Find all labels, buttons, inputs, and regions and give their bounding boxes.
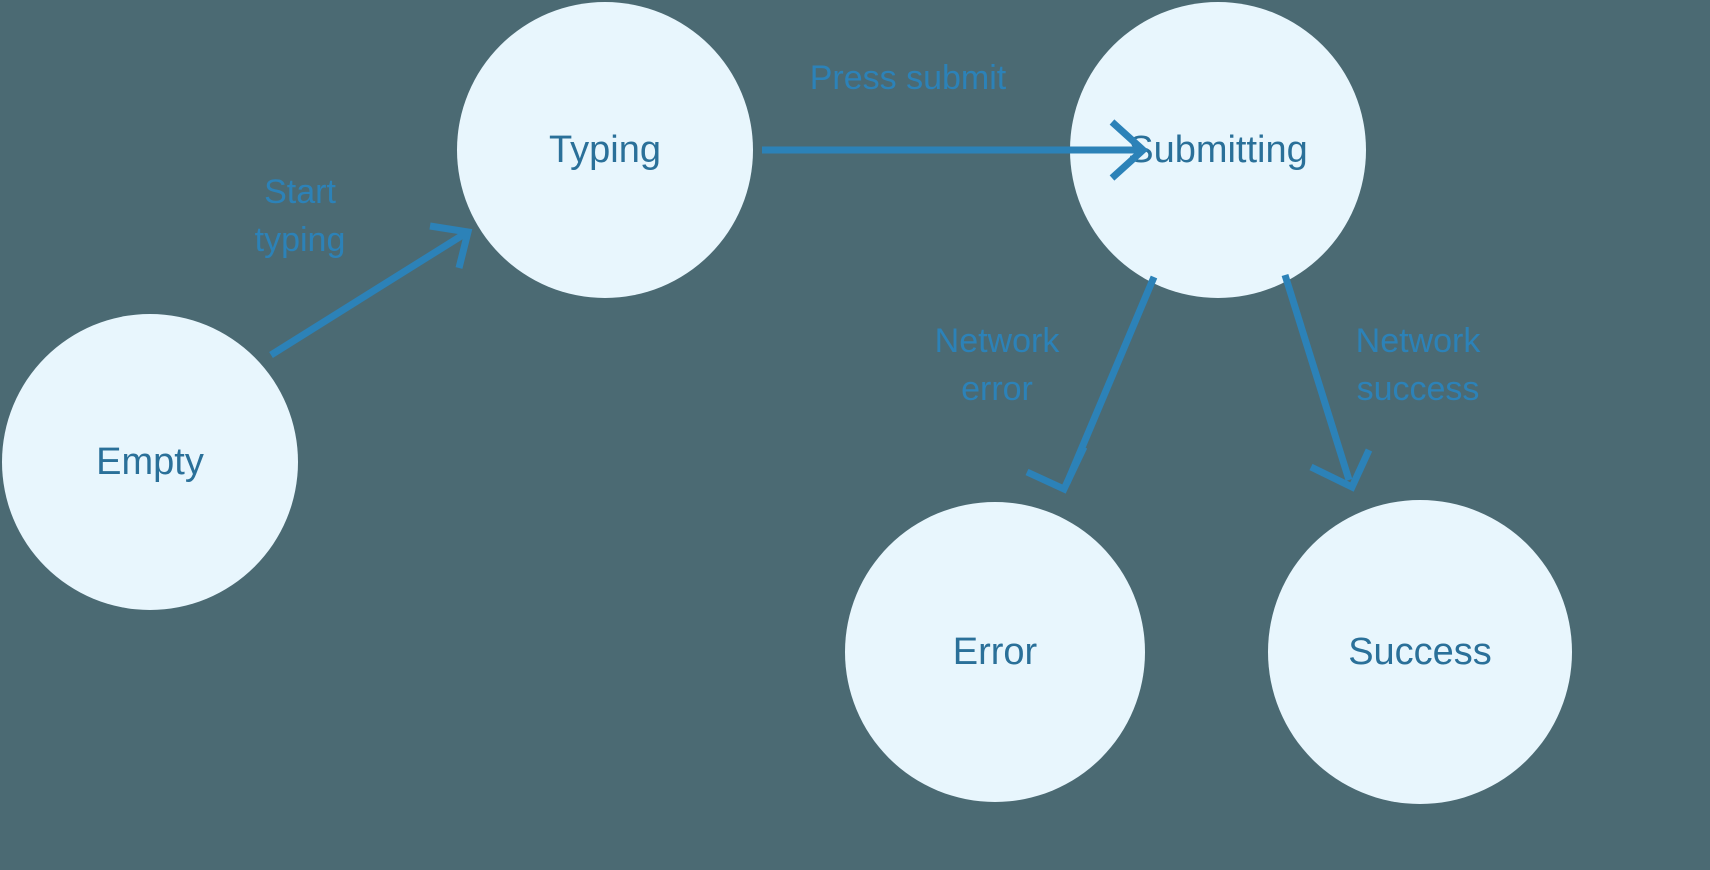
edge-label-network-success-line1: Network xyxy=(1356,322,1482,360)
node-submitting[interactable]: Submitting xyxy=(1070,2,1366,298)
edge-label-network-error-line1: Network xyxy=(935,322,1061,360)
node-empty-circle[interactable] xyxy=(2,314,298,610)
node-submitting-label: Submitting xyxy=(1128,129,1308,171)
edge-label-network-success-line2: success xyxy=(1357,370,1480,408)
edge-submitting-to-error[interactable] xyxy=(1025,275,1158,494)
edge-typing-to-submitting-arrowhead xyxy=(1109,119,1149,181)
node-success[interactable]: Success xyxy=(1268,500,1572,804)
edge-label-network-error: Network error xyxy=(935,322,1061,408)
node-success-label: Success xyxy=(1348,631,1492,673)
node-error-label: Error xyxy=(953,631,1038,673)
edge-submitting-to-success-line xyxy=(1281,273,1353,482)
edge-label-network-error-line2: error xyxy=(961,370,1033,408)
node-typing-label: Typing xyxy=(549,129,661,171)
edge-submitting-to-success-arrowhead xyxy=(1309,448,1373,492)
edge-empty-to-typing-line xyxy=(269,230,468,358)
edge-empty-to-typing-arrowhead xyxy=(429,222,473,269)
node-typing[interactable]: Typing xyxy=(457,2,753,298)
edge-submitting-to-error-arrowhead xyxy=(1025,445,1088,494)
edge-label-press-submit: Press submit xyxy=(810,59,1007,97)
node-submitting-circle[interactable] xyxy=(1070,2,1366,298)
edge-typing-to-submitting[interactable] xyxy=(762,119,1149,181)
node-error-circle[interactable] xyxy=(845,502,1145,802)
node-error[interactable]: Error xyxy=(845,502,1145,802)
edge-empty-to-typing[interactable] xyxy=(269,222,473,358)
node-typing-circle[interactable] xyxy=(457,2,753,298)
edge-label-start-typing: Start typing xyxy=(255,173,346,259)
edge-label-network-success: Network success xyxy=(1356,322,1482,408)
node-success-circle[interactable] xyxy=(1268,500,1572,804)
edge-submitting-to-success[interactable] xyxy=(1281,273,1373,492)
node-empty[interactable]: Empty xyxy=(2,314,298,610)
edge-label-start-typing-line2: typing xyxy=(255,221,346,259)
node-empty-label: Empty xyxy=(96,441,204,483)
edge-label-start-typing-line1: Start xyxy=(264,173,336,211)
edge-label-press-submit-line1: Press submit xyxy=(810,59,1007,97)
